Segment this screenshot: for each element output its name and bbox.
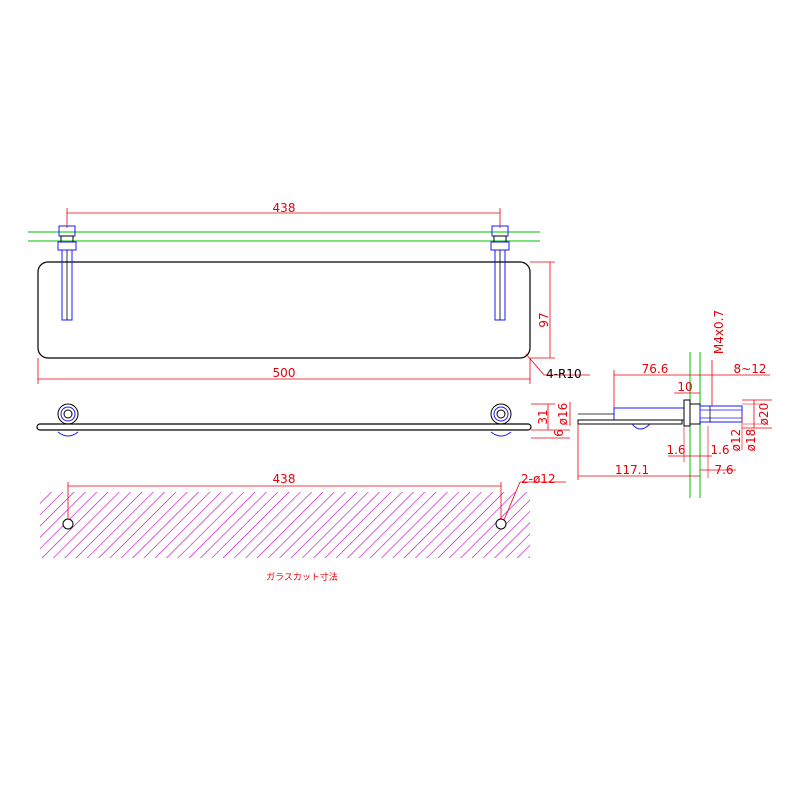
dim-label: 117.1 (615, 463, 649, 477)
right-bracket (490, 225, 510, 321)
dimension-glass-thickness: 6 (531, 429, 570, 439)
dimension-height: 97 (530, 261, 555, 359)
left-bracket (57, 225, 77, 321)
top-view: 31 6 ø16 (36, 402, 571, 439)
dimension-gap: 31 (531, 403, 555, 430)
dim-label: 31 (536, 409, 550, 424)
dimension-diameters: ø20 ø18 ø12 (729, 399, 772, 452)
dimension-length: 500 (37, 358, 531, 384)
dim-label: 4-R10 (546, 367, 582, 381)
dim-label: 6 (552, 429, 566, 437)
dim-label: 500 (273, 366, 296, 380)
dim-label: 2-ø12 (521, 472, 556, 486)
dim-label: ø12 (729, 429, 743, 452)
dimension-arm-length: 76.6 (613, 362, 700, 408)
dim-label: 10 (677, 380, 692, 394)
right-bracket-top (490, 403, 512, 437)
dim-label: 7.6 (714, 463, 733, 477)
front-view: 438 500 97 4-R10 (28, 201, 590, 384)
mounting-hole (62, 518, 74, 530)
dim-label: 76.6 (642, 362, 669, 376)
dimension-hole-spacing: 438 (66, 201, 501, 228)
glass-panel (37, 261, 531, 359)
dim-label: M4x0.7 (712, 310, 726, 354)
hatched-glass (40, 492, 530, 558)
mounting-hole (495, 518, 507, 530)
glass-cut-caption: ガラスカット寸法 (266, 571, 338, 583)
dimension-holes: 2-ø12 (503, 472, 566, 521)
detail-view: 76.6 10 M4x0.7 8~12 ø20 ø18 ø12 (577, 310, 772, 498)
dimension-bar-diameter: ø16 (556, 402, 571, 426)
dimension-bottom: 1.6 1.6 7.6 117.1 (577, 424, 736, 480)
dim-label: 438 (273, 201, 296, 215)
wall-mount (689, 403, 701, 425)
dim-label: 8~12 (734, 362, 767, 376)
glass-edge (36, 423, 532, 431)
dim-label: 1.6 (666, 443, 685, 457)
wall-flange (683, 399, 691, 427)
dim-label: ø16 (556, 403, 570, 426)
dim-label: 438 (273, 472, 296, 486)
glass-section (577, 419, 683, 425)
dim-label: 1.6 (710, 443, 729, 457)
dimension-wall-range: 8~12 (700, 362, 770, 376)
dimension-corner-radius: 4-R10 (525, 353, 590, 381)
dim-label: ø20 (757, 403, 771, 426)
dimension-thread: M4x0.7 (711, 310, 726, 406)
glass-cut-view: 438 2-ø12 ガラスカット寸法 (40, 472, 566, 583)
dim-label: 97 (537, 312, 551, 327)
dimension-10: 10 (674, 380, 700, 394)
left-bracket-top (57, 403, 79, 437)
dim-label: ø18 (744, 429, 758, 452)
dimension-cut-spacing: 438 (67, 472, 502, 519)
support-rod (613, 407, 685, 421)
wall-screw (699, 405, 743, 423)
